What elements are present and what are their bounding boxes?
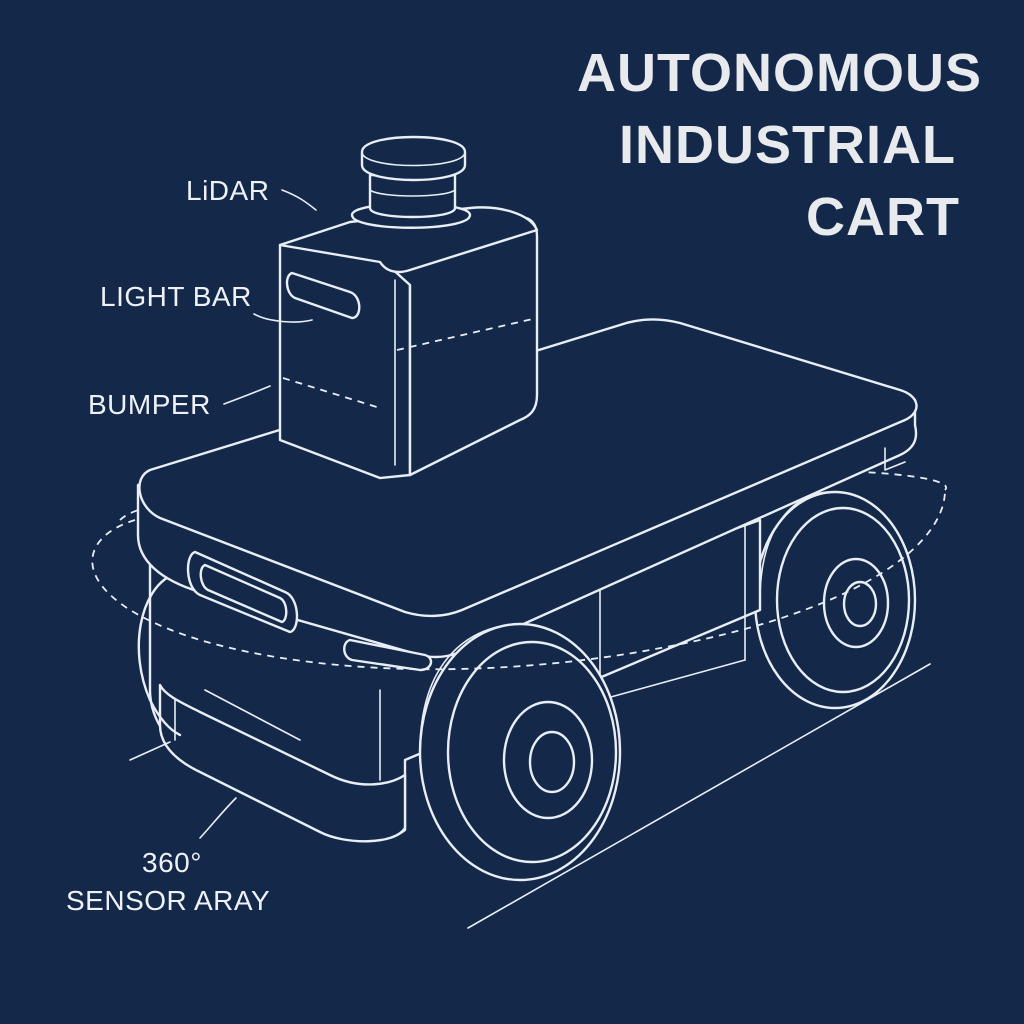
bumper-leader: [223, 385, 271, 405]
sensor-array-label-1: 360°: [142, 847, 202, 878]
front-wheel: [418, 622, 622, 882]
light-bar: [186, 550, 433, 672]
lidar-leader: [281, 189, 317, 211]
sensor-field-front: [91, 489, 946, 671]
sensor-tower: [278, 206, 539, 480]
bumper-label: BUMPER: [88, 389, 211, 420]
light-bar-leader: [253, 313, 313, 323]
sensor-tick: [129, 741, 171, 761]
ground-line: [467, 663, 931, 929]
deck: [136, 318, 918, 659]
sensor-array-label-2: SENSOR ARAY: [66, 885, 271, 916]
lidar-unit: [350, 135, 472, 229]
rear-wheel: [753, 490, 917, 710]
title-line-3: CART: [806, 187, 960, 247]
title-line-1: AUTONOMOUS: [576, 43, 982, 103]
side-bumper: [137, 573, 182, 737]
title-line-2: INDUSTRIAL: [619, 115, 956, 175]
sensor-leader: [199, 797, 237, 839]
lidar-label: LiDAR: [186, 175, 270, 206]
light-bar-label: LIGHT BAR: [100, 281, 252, 312]
